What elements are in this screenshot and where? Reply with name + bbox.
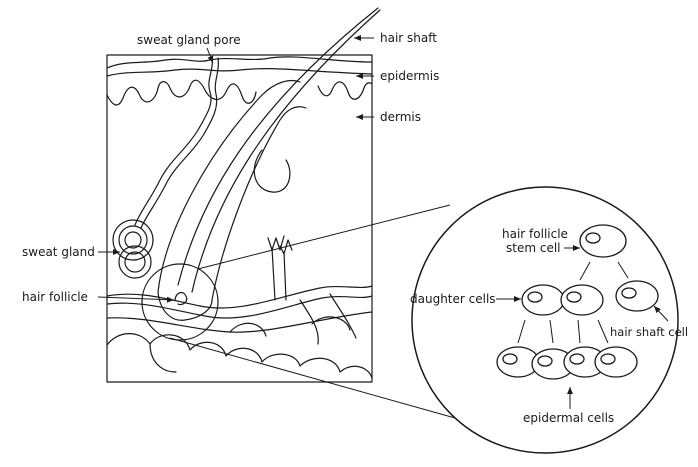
label-epidermis: epidermis [380, 69, 439, 83]
label-dermis: dermis [380, 110, 421, 124]
nerve-ending-right [280, 240, 292, 300]
daughter-cell-1 [522, 285, 564, 315]
sebaceous-lobe [254, 150, 290, 192]
label-sweat-gland-pore: sweat gland pore [137, 33, 241, 47]
sweat-gland-duct-inner [141, 58, 218, 228]
sweat-gland-coil [113, 220, 153, 278]
hair-shaft-cell [616, 281, 658, 311]
label-hair-shaft: hair shaft [380, 31, 437, 45]
label-hair-shaft-cell: hair shaft cell [610, 325, 688, 339]
division-line-5 [578, 320, 580, 343]
division-line-2 [618, 262, 628, 278]
label-epidermal-cells: epidermal cells [523, 411, 614, 425]
daughter-cell-2 [561, 285, 603, 315]
hair-follicle-sheath-outer [212, 107, 306, 300]
skin-block-outline [107, 55, 372, 382]
fat-lobules [107, 334, 372, 378]
epidermis-surface [107, 57, 372, 68]
division-line-4 [550, 320, 553, 343]
division-line-6 [598, 320, 608, 343]
epidermal-cell-4 [595, 347, 637, 377]
stem-cell [580, 225, 626, 257]
blood-vessel-lower [107, 312, 372, 332]
skin-section [107, 8, 380, 382]
label-stem-cell-line1: hair follicle [502, 227, 568, 241]
zoom-line-bottom [170, 338, 455, 418]
division-line-3 [518, 320, 525, 343]
epidermis-dermis-boundary [107, 80, 372, 105]
arrow-hair-shaft-cell [654, 306, 668, 321]
label-sweat-gland: sweat gland [22, 245, 95, 259]
label-daughter-cells: daughter cells [410, 292, 496, 306]
nerve-ending-left [268, 236, 284, 300]
label-hair-follicle: hair follicle [22, 290, 88, 304]
hair-shaft-edge [192, 10, 380, 292]
division-line-1 [580, 262, 590, 280]
epidermis-inner-surface [107, 69, 372, 76]
label-stem-cell-line2: stem cell [506, 241, 561, 255]
hair-follicle-sheath [158, 81, 300, 292]
